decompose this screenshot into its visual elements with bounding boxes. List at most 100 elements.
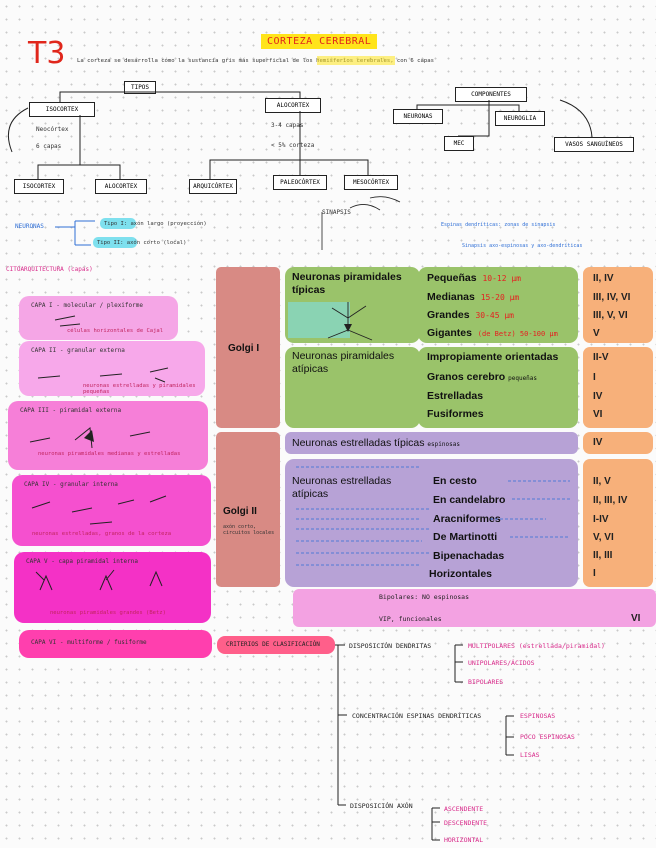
estrelladas-atipicas-cell — [285, 459, 578, 587]
golgi-1-cell — [216, 267, 280, 428]
capa-1-card: CAPA I - molecular / plexiforme células … — [19, 296, 178, 340]
neuronas-box: NEURONAS — [393, 109, 443, 124]
estrelladas-tipicas-label: Neuronas estrelladas típicas espinosas — [292, 437, 460, 449]
vip-text: VIP, funcionales — [379, 615, 442, 623]
capa-6-title: CAPA VI - multiforme / fusiforme — [31, 639, 147, 646]
atipica-en-cesto: En cesto — [433, 475, 477, 487]
pyramidal-sketch — [288, 302, 373, 341]
tipo2-text: Tipo II: axón corto (local) — [97, 240, 187, 246]
intro-highlight — [317, 56, 395, 65]
criterios-pill — [217, 636, 335, 654]
atipica-impropias: Impropiamente orientadas — [427, 351, 559, 363]
isocortex-note-1: Neocórtex — [36, 126, 69, 133]
estrelladas-atipicas-label: Neuronas estrelladas atípicas — [292, 475, 392, 500]
golgi2-scribbles — [296, 466, 570, 566]
componentes-box: COMPONENTES — [455, 87, 527, 102]
capa-6-card: CAPA VI - multiforme / fusiforme — [19, 630, 212, 658]
neuronas-brace — [55, 220, 95, 246]
layers-cell-estrelladas-atipicas — [583, 459, 653, 587]
layers-pequenas: II, IV — [593, 273, 614, 284]
layers-estrelladas: IV — [593, 391, 603, 402]
piramidales-tipicas-label: Neuronas piramidales típicas — [292, 271, 402, 296]
capa-4-title: CAPA IV - granular interna — [24, 481, 118, 488]
capa-1-title: CAPA I - molecular / plexiforme — [31, 302, 143, 309]
criterio-dendritas: DISPOSICIÓN DENDRITAS — [349, 642, 432, 650]
capa-2-card: CAPA II - granular externa neuronas estr… — [19, 341, 205, 396]
leaf-isocortex: ISOCORTEX — [14, 179, 64, 194]
capa-5-title: CAPA V - capa piramidal interna — [26, 558, 138, 565]
layers-cell-golgi1-atipicas — [583, 347, 653, 428]
tipo1-highlight — [100, 218, 136, 229]
intro-text: La corteza se desarrolla cómo la sustanc… — [77, 58, 434, 64]
layers-cell-golgi1-tipicas — [583, 267, 653, 343]
golgi-2-sub: axón corto, circuitos locales — [223, 524, 275, 536]
criterio-axon: DISPOSICIÓN AXÓN — [350, 802, 413, 810]
axon-item-3: HORIZONTAL — [444, 836, 484, 844]
golgi-2-label: Golgi II — [223, 506, 257, 517]
atipica-de-martinotti: De Martinotti — [433, 531, 498, 543]
leaf-alocortex: ALOCORTEX — [95, 179, 147, 194]
bipolares-text: Bipolares: NO espinosas — [379, 593, 470, 601]
piramidales-atipicas-name-cell — [285, 347, 420, 428]
page-title: CORTEZA CEREBRAL — [261, 34, 378, 49]
isocortex-note-2: 6 capas — [36, 143, 62, 150]
espinas-item-2: POCO ESPINOSAS — [520, 733, 575, 741]
tipo2-highlight — [93, 237, 137, 248]
atipica-bipenachadas: Bipenachadas — [433, 550, 505, 562]
golgi-2-cell — [216, 432, 280, 587]
piramidal-grandes: Grandes 30-45 μm — [427, 309, 514, 321]
atipica-horizontales: Horizontales — [429, 568, 493, 580]
capa-2-sub: neuronas estrelladas y piramidales peque… — [83, 383, 196, 395]
criterios-label: CRITERIOS DE CLASIFICACIÓN — [226, 641, 320, 648]
allocortex-box: ALOCORTEX — [265, 98, 321, 113]
layers-medianas: III, IV, VI — [593, 292, 631, 303]
blue-note-right-1: Espinas dendríticas: zonas de sinapsis — [441, 222, 556, 228]
criterio-espinas: CONCENTRACIÓN ESPINAS DENDRÍTICAS — [352, 712, 482, 720]
axon-item-1: ASCENDENTE — [444, 805, 484, 813]
allocortex-note-1: 3-4 capas — [271, 122, 304, 129]
layers-impropias: II-V — [593, 352, 609, 363]
piramidales-atipicas-values-cell — [418, 347, 578, 428]
neuronas-label: NEURONAS — [15, 223, 44, 230]
vasos-box: VASOS SANGUÍNEOS — [554, 137, 634, 152]
tipo1-text: Tipo I: axón largo (proyección) — [104, 221, 207, 227]
capa-2-title: CAPA II - granular externa — [31, 347, 125, 354]
leaf-mesocortex: MESOCÓRTEX — [344, 175, 398, 190]
allocortex-note-2: < 5% corteza — [271, 142, 315, 149]
estrelladas-tipicas-cell — [285, 432, 578, 454]
layers-granos: I — [593, 372, 596, 383]
axon-item-2: DESCENDENTE — [444, 819, 488, 827]
sinapsis-sketch — [321, 196, 401, 250]
neuroglia-box: NEUROGLIA — [495, 111, 545, 126]
tipos-box: TIPOS — [124, 81, 156, 94]
layers-gigantes: V — [593, 328, 600, 339]
atipica-fusiformes: Fusiformes — [427, 408, 484, 420]
citoarquitectura-heading: CITOARQUITECTURA (capas) — [6, 266, 93, 273]
golgi-1-label: Golgi I — [228, 343, 260, 354]
espinas-item-3: LISAS — [520, 751, 540, 759]
capa-5-card: CAPA V - capa piramidal interna neuronas… — [14, 552, 211, 623]
piramidal-gigantes: Gigantes (de Betz) 50-100 μm — [427, 327, 558, 339]
leaf-paleocortex: PALEOCÓRTEX — [273, 175, 327, 190]
capa-4-card: CAPA IV - granular interna neuronas estr… — [12, 475, 211, 546]
bipolares-cell — [293, 589, 656, 627]
topic-code: T3 — [28, 36, 66, 71]
capa-4-sub: neuronas estrelladas, granos de la corte… — [32, 531, 172, 537]
piramidal-pequenas: Pequeñas 10-12 μm — [427, 272, 521, 284]
layers-bipenachadas: II, III — [593, 550, 613, 561]
capa-3-title: CAPA III - piramidal externa — [20, 407, 122, 414]
layers-en-candelabro: II, III, IV — [593, 495, 628, 506]
layer-neuron-sketches — [29, 315, 169, 591]
piramidal-medianas: Medianas 15-20 μm — [427, 291, 520, 303]
atipica-en-candelabro: En candelabro — [433, 494, 506, 506]
atipica-aracniformes: Aracniformes — [433, 513, 501, 525]
layers-fusiformes: VI — [593, 409, 603, 420]
layers-estrelladas-tipicas: IV — [593, 437, 603, 448]
layers-martinotti: V, VI — [593, 532, 614, 543]
blue-note-right-2: Sinapsis axo-espinosas y axo-dendríticas — [462, 243, 583, 249]
capa-1-sub: células horizontales de Cajal — [67, 328, 164, 334]
sinapsis-label: SINAPSIS — [322, 209, 351, 216]
leaf-arquicortex: ARQUICÓRTEX — [189, 179, 237, 194]
layers-aracniformes: I-IV — [593, 514, 609, 525]
dendritas-item-1: MULTIPOLARES (estrellada/piramidal) — [468, 642, 605, 650]
